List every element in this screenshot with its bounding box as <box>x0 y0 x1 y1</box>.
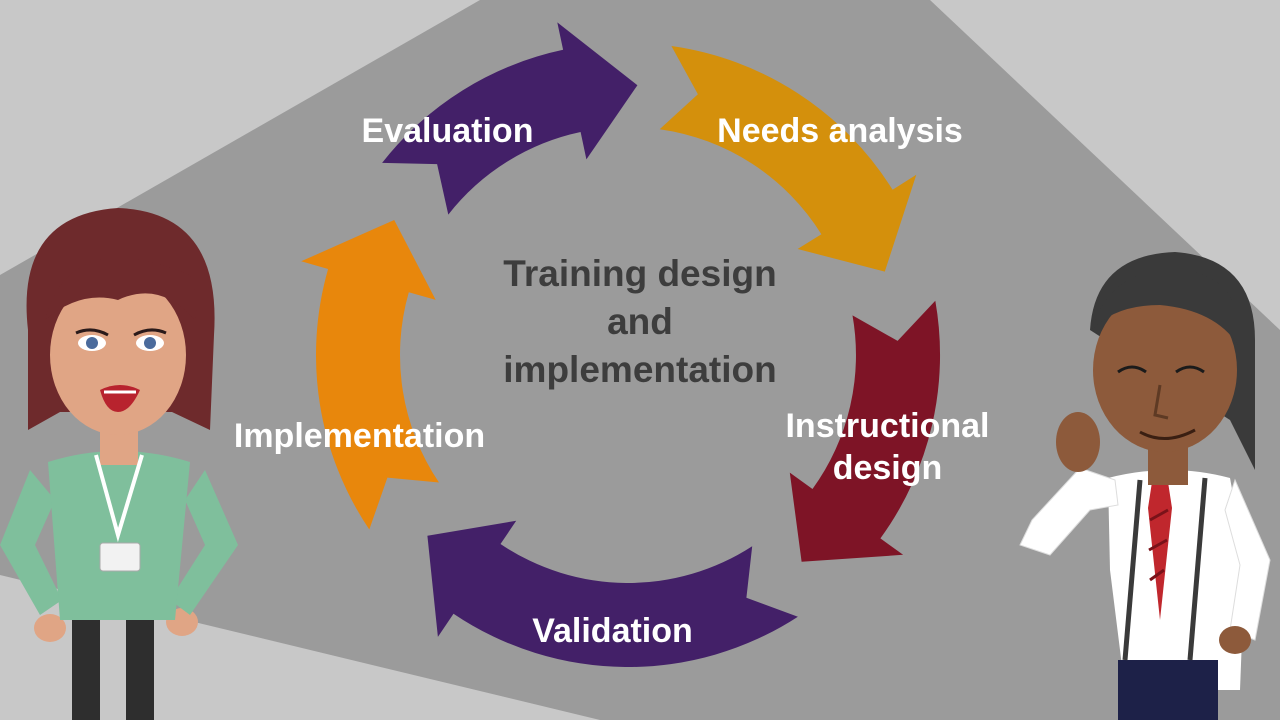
center-title: Training design and implementation <box>440 250 840 394</box>
stage-label-validation-line-1: Validation <box>532 612 693 650</box>
cycle-arrow-implementation <box>301 220 439 530</box>
cycle-ring <box>301 22 941 668</box>
stage-label-needs-analysis: Needs analysis <box>705 110 975 152</box>
man-presenter-figure <box>1019 252 1271 720</box>
stage-label-implementation: Implementation <box>212 415 507 457</box>
woman-presenter-figure <box>0 208 238 720</box>
cycle-arrow-evaluation <box>382 22 638 215</box>
stage-label-instructional-design-line-2: design <box>832 449 943 487</box>
center-title-line-2: and <box>607 301 673 342</box>
stage-label-evaluation: Evaluation <box>345 110 550 152</box>
cycle-arrow-needs-analysis <box>659 46 917 272</box>
center-title-line-1: Training design <box>503 253 777 294</box>
cycle-arrow-validation <box>427 520 798 668</box>
stage-label-instructional-design: Instructional design <box>770 405 1005 489</box>
stage-label-instructional-design-line-1: Instructional <box>785 407 990 445</box>
stage-label-validation: Validation <box>510 610 715 652</box>
center-title-line-3: implementation <box>503 349 777 390</box>
cycle-arrow-instructional-design <box>789 300 941 562</box>
stage-label-needs-analysis-line-1: Needs analysis <box>717 112 963 150</box>
stage-label-evaluation-line-1: Evaluation <box>361 112 534 150</box>
stage-label-implementation-line-1: Implementation <box>233 417 486 455</box>
